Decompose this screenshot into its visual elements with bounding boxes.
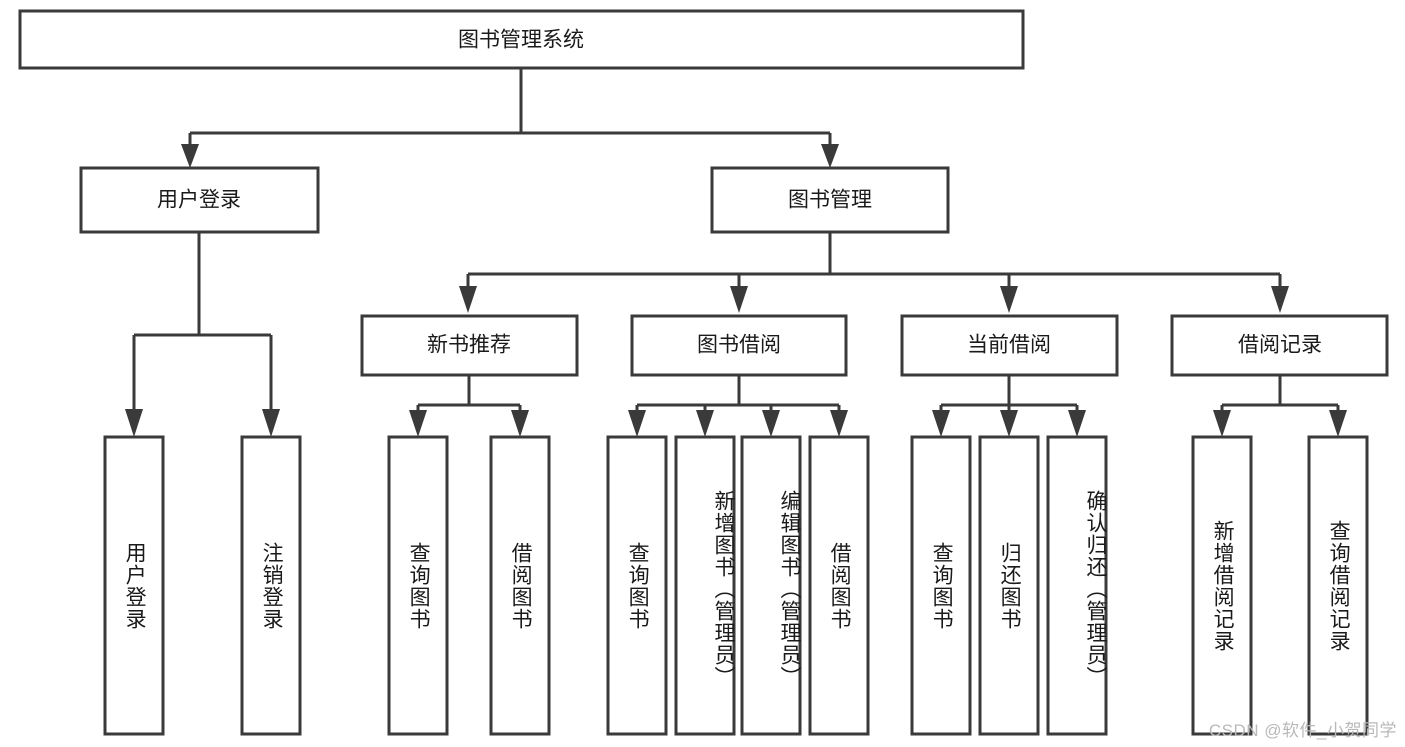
connector-userlogin-to-leaves	[125, 232, 280, 437]
connector-root-to-level1	[181, 68, 839, 168]
node-book-manage[interactable]: 图书管理	[710, 166, 950, 234]
node-current-borrow[interactable]: 当前借阅	[900, 314, 1119, 377]
connector-newbook-to-leaves	[409, 375, 529, 437]
node-root[interactable]: 图书管理系统	[18, 9, 1025, 70]
node-book-manage-label: 图书管理	[788, 189, 872, 212]
node-user-login-label: 用户登录	[157, 189, 241, 212]
leaf-box-logout[interactable]	[240, 435, 302, 736]
leaf-box-query-record[interactable]	[1307, 435, 1369, 736]
csdn-watermark: CSDN @软件_小贺同学	[1208, 721, 1397, 740]
leaf-box-borrow-book-2[interactable]	[808, 435, 870, 736]
node-root-label: 图书管理系统	[458, 29, 584, 52]
leaf-box-edit-book[interactable]	[740, 435, 802, 736]
node-new-book-recommend-label: 新书推荐	[427, 334, 511, 357]
leaf-boxes-new-book-recommend	[387, 435, 551, 736]
leaf-boxes-user-login	[103, 435, 302, 736]
leaf-box-add-record[interactable]	[1191, 435, 1253, 736]
node-borrow-record[interactable]: 借阅记录	[1170, 314, 1389, 377]
node-current-borrow-label: 当前借阅	[967, 334, 1051, 357]
leaf-box-borrow-book-1[interactable]	[489, 435, 551, 736]
node-book-borrow[interactable]: 图书借阅	[630, 314, 848, 377]
leaf-box-confirm-return[interactable]	[1046, 435, 1108, 736]
connector-bookborrow-to-leaves	[628, 375, 848, 437]
leaf-boxes-borrow-record	[1191, 435, 1369, 736]
leaf-box-query-book-2[interactable]	[606, 435, 668, 736]
leaf-boxes-book-borrow	[606, 435, 870, 736]
leaf-box-query-book-3[interactable]	[910, 435, 972, 736]
leaf-box-add-book[interactable]	[674, 435, 736, 736]
leaf-box-return-book[interactable]	[978, 435, 1040, 736]
node-book-borrow-label: 图书借阅	[697, 334, 781, 357]
node-borrow-record-label: 借阅记录	[1238, 334, 1322, 357]
connector-currentborrow-to-leaves	[932, 375, 1086, 437]
connector-borrowrecord-to-leaves	[1213, 375, 1347, 437]
node-new-book-recommend[interactable]: 新书推荐	[360, 314, 579, 377]
node-user-login[interactable]: 用户登录	[79, 166, 320, 234]
leaf-box-user-login[interactable]	[103, 435, 165, 736]
connector-bookmanage-to-level2	[459, 232, 1289, 313]
leaf-box-query-book-1[interactable]	[387, 435, 449, 736]
leaf-boxes-current-borrow	[910, 435, 1108, 736]
